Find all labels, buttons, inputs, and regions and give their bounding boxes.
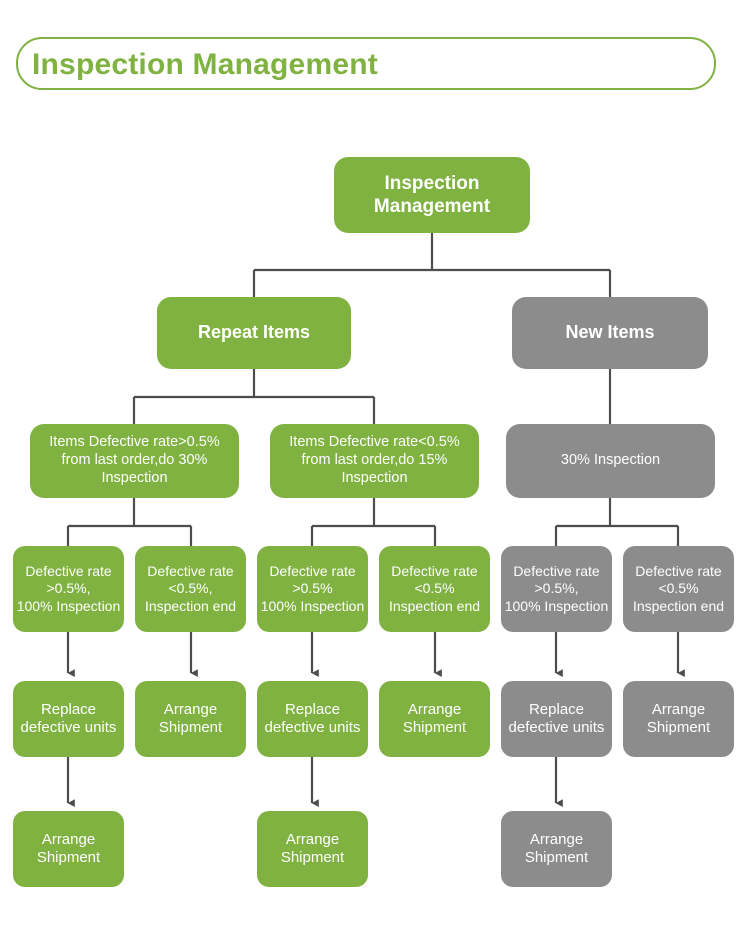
node-l4-defective-high-2[interactable]: Defective rate >0.5% 100% Inspection (257, 546, 368, 632)
node-l5-replace-defective-units-2[interactable]: Replace defective units (257, 681, 368, 757)
title-banner (16, 37, 716, 90)
node-l4-defective-low-3[interactable]: Defective rate <0.5% Inspection end (623, 546, 734, 632)
node-l6-arrange-shipment-2[interactable]: Arrange Shipment (257, 811, 368, 887)
node-inspection-management[interactable]: Inspection Management (334, 157, 530, 233)
node-repeat-low-defect-rate[interactable]: Items Defective rate<0.5% from last orde… (270, 424, 479, 498)
node-repeat-items[interactable]: Repeat Items (157, 297, 351, 369)
node-new-items[interactable]: New Items (512, 297, 708, 369)
node-l5-arrange-shipment-1[interactable]: Arrange Shipment (135, 681, 246, 757)
node-l5-arrange-shipment-2[interactable]: Arrange Shipment (379, 681, 490, 757)
node-repeat-high-defect-rate[interactable]: Items Defective rate>0.5% from last orde… (30, 424, 239, 498)
node-l5-replace-defective-units-3[interactable]: Replace defective units (501, 681, 612, 757)
node-l4-defective-high-3[interactable]: Defective rate >0.5%, 100% Inspection (501, 546, 612, 632)
node-l6-arrange-shipment-1[interactable]: Arrange Shipment (13, 811, 124, 887)
page-title: Inspection Management (32, 48, 378, 81)
node-l4-defective-low-1[interactable]: Defective rate <0.5%, Inspection end (135, 546, 246, 632)
node-l4-defective-low-2[interactable]: Defective rate <0.5% Inspection end (379, 546, 490, 632)
node-l4-defective-high-1[interactable]: Defective rate >0.5%, 100% Inspection (13, 546, 124, 632)
node-new-items-30-percent-inspection[interactable]: 30% Inspection (506, 424, 715, 498)
node-l5-arrange-shipment-3[interactable]: Arrange Shipment (623, 681, 734, 757)
node-l5-replace-defective-units-1[interactable]: Replace defective units (13, 681, 124, 757)
node-l6-arrange-shipment-3[interactable]: Arrange Shipment (501, 811, 612, 887)
